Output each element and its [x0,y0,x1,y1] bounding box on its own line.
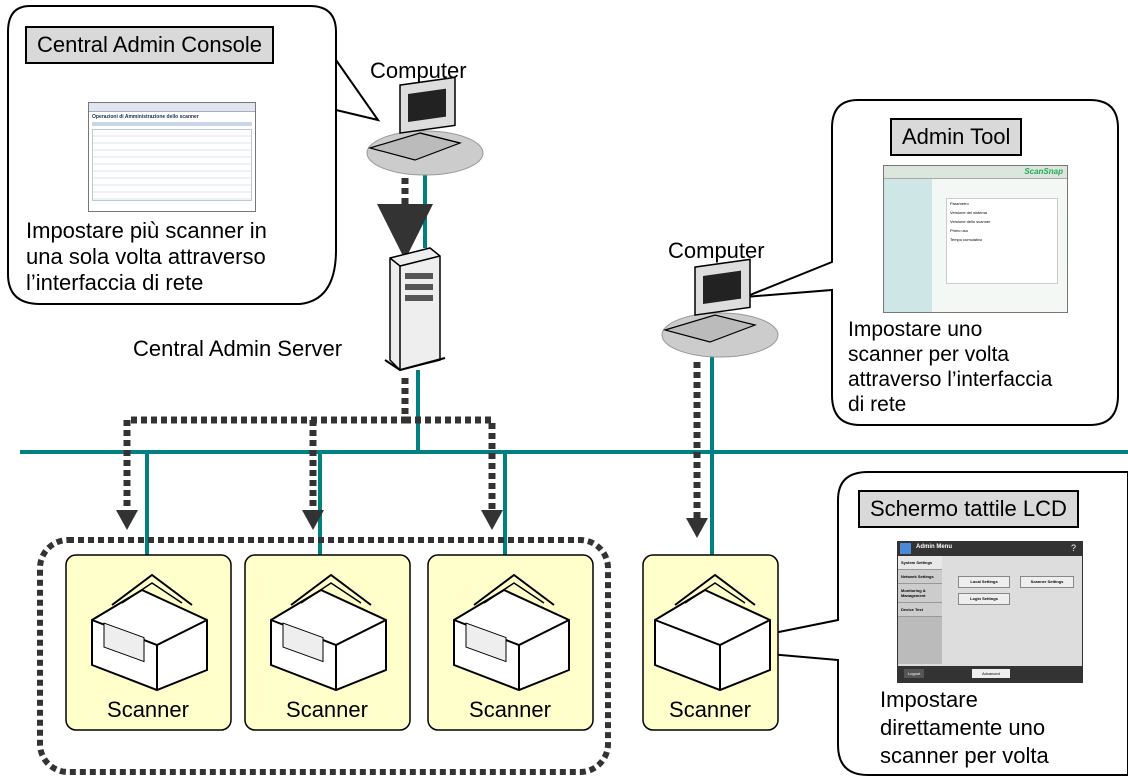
scanner-3-label: Scanner [469,697,551,722]
arrowhead-scanner3 [481,510,503,530]
lcd-desc-line2: direttamente uno [880,715,1046,740]
lcd-shot-menu-2: Monitoring & Management [898,584,942,603]
admin-tool-screenshot: ScanSnap Parametro Versione del sistema … [883,165,1068,313]
arrow-server-to-scanners-path [123,378,409,510]
central-admin-console-description: Impostare più scanner in una sola volta … [26,218,267,296]
admin-tool-desc-line1: Impostare uno [848,318,983,341]
lcd-shot-logout: Logout [904,669,925,678]
scanner-icon-2 [270,573,387,692]
arrowhead-scanner4 [686,518,708,538]
admin-tool-shot-row-2: Versione dello scanner [950,219,991,224]
admin-tool-shot-panel: Parametro Versione del sistema Versione … [946,198,1058,284]
computer-1-label: Computer [370,58,467,83]
computer-2-icon [661,258,779,358]
central-shot-tabs [92,122,252,126]
scanner-icon-1 [91,573,208,692]
lcd-desc-line1: Impostare [880,687,978,712]
lcd-shot-menu-0: System Settings [898,556,942,570]
arrowhead-scanner2 [302,510,324,530]
admin-tool-shot-brand: ScanSnap [1024,167,1063,176]
admin-tool-shot-row-1: Versione del sistema [950,210,987,215]
central-desc-line3: l’interfaccia di rete [26,270,204,295]
central-desc-line1: Impostare più scanner in [26,218,267,243]
lcd-shot-menu-3: Device Test [898,603,942,617]
lcd-shot-home-icon [900,543,911,554]
lcd-shot-header-label: Admin Menu [916,544,952,550]
lcd-shot-menu: System Settings Network Settings Monitor… [898,556,942,664]
lcd-shot-help-icon: ? [1070,543,1076,553]
central-admin-console-title: Central Admin Console [25,26,275,64]
arrowhead-scanner1 [116,510,138,530]
central-desc-line2: una sola volta attraverso [26,244,266,269]
admin-tool-title: Admin Tool [890,118,1023,156]
central-shot-title: Operazioni di Amministrazione dello scan… [92,114,199,120]
lcd-shot-header: Admin Menu ? [898,542,1082,556]
scanner-1-label: Scanner [107,697,189,722]
scanner-icon-3 [453,573,570,692]
admin-tool-shot-toolbar: ScanSnap [884,166,1067,179]
admin-tool-shot-row-0: Parametro [950,201,969,206]
scanner-2-label: Scanner [286,697,368,722]
lcd-description: Impostare direttamente uno scanner per v… [880,686,1049,770]
admin-tool-shot-row-3: Primo uso [950,228,969,233]
scanner-4-label: Scanner [669,697,751,722]
scanner-icon-4 [654,573,771,692]
central-shot-table [92,129,252,201]
central-shot-toolbar [89,103,255,112]
lcd-title: Schermo tattile LCD [858,490,1079,528]
server-label: Central Admin Server [133,336,343,361]
admin-tool-shot-row-4: Tempo cumulativo [950,237,983,242]
computer-1-icon [366,76,484,176]
lcd-shot-footer: Logout Advanced [898,666,1082,682]
scanner-group-frame [37,537,611,775]
lcd-shot-btn-login: Login Settings [958,593,1010,605]
lcd-shot-btn-scanner: Scanner Settings [1020,576,1074,588]
admin-tool-desc-line3: attraverso l’interfaccia [848,368,1053,391]
admin-tool-description: Impostare uno scanner per volta attraver… [848,317,1052,417]
central-admin-console-screenshot: Operazioni di Amministrazione dello scan… [88,102,256,212]
lcd-screenshot: Admin Menu ? System Settings Network Set… [897,541,1083,683]
lcd-shot-menu-1: Network Settings [898,570,942,584]
computer-2-label: Computer [668,238,765,263]
admin-tool-desc-line4: di rete [848,393,907,416]
lcd-shot-advanced: Advanced [972,669,1010,678]
lcd-desc-line3: scanner per volta [880,743,1049,768]
admin-tool-desc-line2: scanner per volta [848,343,1010,366]
server-icon [384,247,446,372]
lcd-shot-btn-local: Local Settings [958,576,1010,588]
admin-tool-shot-sidebar [884,179,932,312]
